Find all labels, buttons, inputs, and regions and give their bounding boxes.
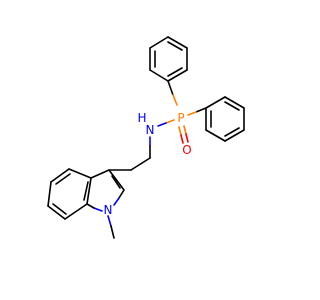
molecule-structure-diagram: H N P O N: [47, 36, 245, 239]
atom-label-nh: N: [146, 123, 155, 137]
right-phenyl-ring: [205, 96, 245, 142]
phosphorus-bonds: [157, 80, 207, 144]
atom-label-p: P: [177, 111, 184, 125]
ethyl-linker: [108, 136, 151, 171]
atom-label-h: H: [137, 111, 146, 125]
indole-ring: [47, 168, 125, 239]
atom-labels: H N P O N: [104, 111, 192, 217]
atom-label-n-ring: N: [104, 203, 113, 217]
upper-phenyl-ring: [149, 36, 188, 82]
atom-label-o: O: [182, 143, 191, 157]
